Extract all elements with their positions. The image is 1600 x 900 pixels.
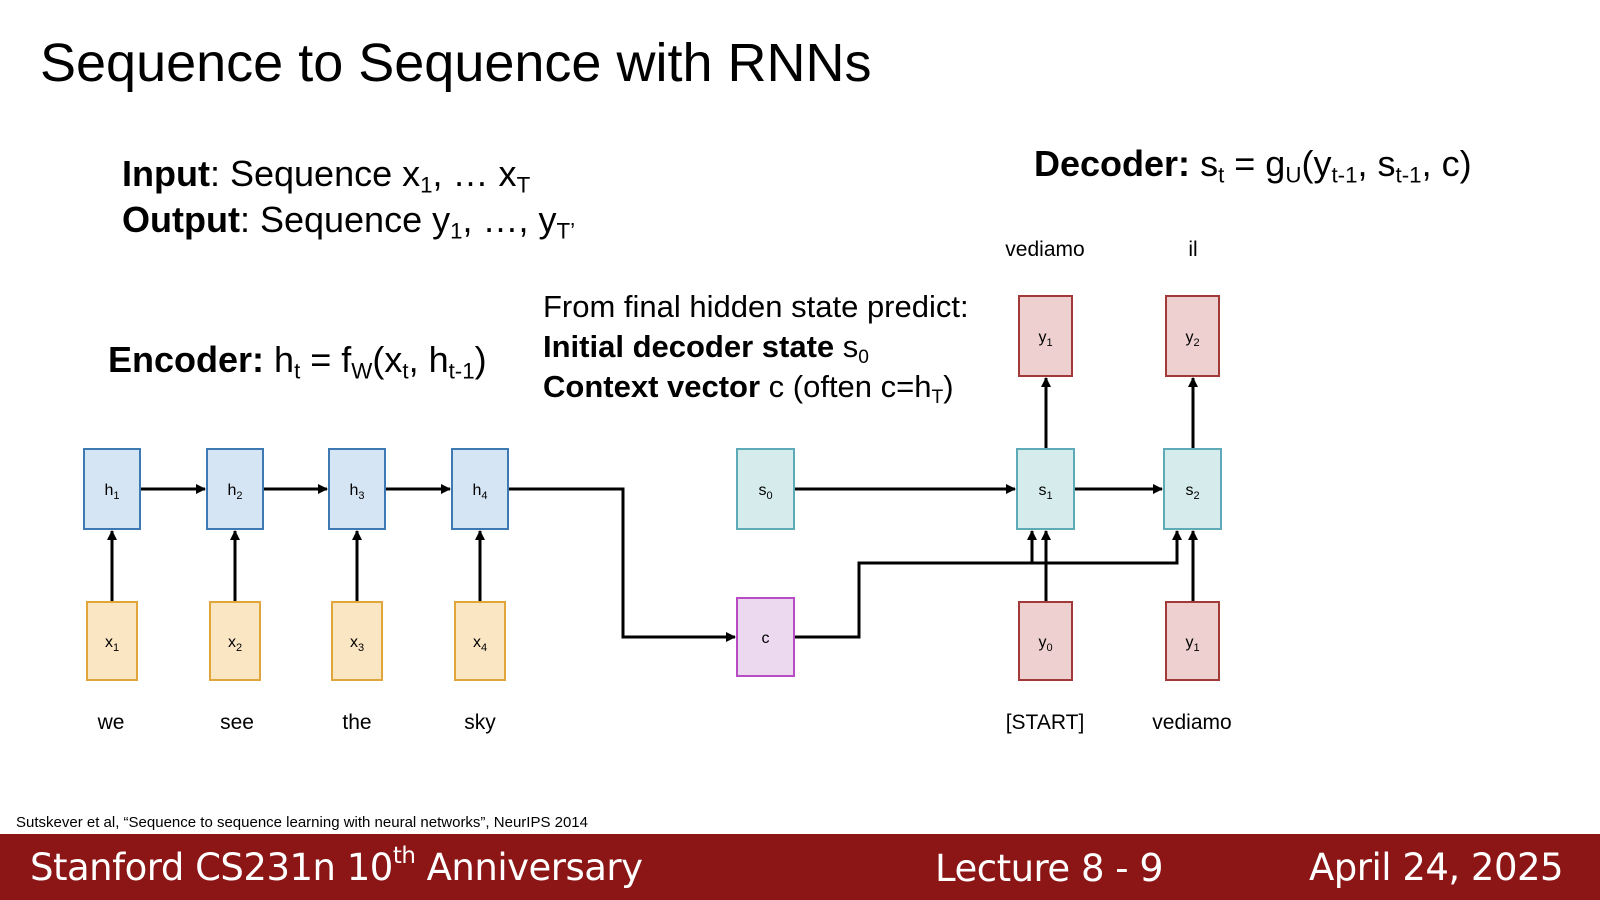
hidden-node-2-label: h2 [227, 482, 242, 502]
input-node-3-label: x3 [350, 634, 364, 654]
input-word-1: we [97, 711, 125, 734]
hidden-node-1: h1 [83, 448, 141, 530]
input-node-1: x1 [86, 601, 138, 681]
input-node-3: x3 [331, 601, 383, 681]
decoder-output-word-1: vediamo [1005, 238, 1085, 261]
decoder-input-2: y1 [1165, 601, 1220, 681]
decoder-state-1-label: s1 [1038, 482, 1052, 502]
decoder-state-1: s1 [1016, 448, 1075, 530]
hidden-node-2: h2 [206, 448, 264, 530]
hidden-node-4-label: h4 [472, 482, 487, 502]
footer-course: Stanford CS231n 10th Anniversary [30, 842, 643, 889]
input-node-1-label: x1 [105, 634, 119, 654]
footer-date: April 24, 2025 [1309, 846, 1564, 889]
decoder-input-word-1: [START] [1005, 711, 1085, 734]
seq2seq-diagram: h1 x1 h2 x2 h3 x3 h4 x4 s0 c s1 y0 y1 s2 y1 y2 [83, 295, 1222, 681]
input-node-2: x2 [209, 601, 261, 681]
page-number: 9 [1139, 846, 1164, 890]
hidden-node-4: h4 [451, 448, 509, 530]
predict-line-1: From final hidden state predict: [543, 289, 969, 324]
decoder-output-1: y1 [1018, 295, 1073, 377]
hidden-node-1-label: h1 [104, 482, 119, 502]
predict-line-2: Initial decoder state s0 [543, 329, 869, 368]
decoder-input-2-label: y1 [1185, 634, 1199, 654]
input-word-2: see [220, 711, 254, 734]
decoder-input-word-2: vediamo [1152, 711, 1232, 734]
s0-node: s0 [736, 448, 795, 530]
context-to-s2-arrow [859, 530, 1182, 565]
input-node-2-label: x2 [228, 634, 242, 654]
context-to-s1-arrow [794, 530, 1037, 639]
predict-line-3: Context vector c (often c=hT) [543, 369, 954, 408]
decoder-output-1-label: y1 [1038, 329, 1052, 349]
decoder-output-2-label: y2 [1185, 329, 1199, 349]
h4-to-context-arrow [508, 487, 736, 642]
citation: Sutskever et al, “Sequence to sequence l… [16, 814, 588, 831]
decoder-state-2-label: s2 [1185, 482, 1199, 502]
s0-node-label: s0 [758, 482, 772, 502]
decoder-input-1-label: y0 [1038, 634, 1052, 654]
input-node-4: x4 [454, 601, 506, 681]
decoder-output-word-2: il [1188, 238, 1198, 261]
input-word-3: the [342, 711, 372, 734]
encoder-formula: Encoder: ht = fW(xt, ht-1) [108, 339, 487, 384]
hidden-node-3-label: h3 [349, 482, 364, 502]
input-node-4-label: x4 [473, 634, 487, 654]
input-word-4: sky [464, 711, 496, 734]
footer-bar: Stanford CS231n 10th Anniversary Lecture… [0, 834, 1600, 900]
hidden-node-3: h3 [328, 448, 386, 530]
decoder-state-2: s2 [1163, 448, 1222, 530]
decoder-input-1: y0 [1018, 601, 1073, 681]
page-title: Sequence to Sequence with RNNs [40, 33, 872, 93]
context-node-label: c [762, 630, 770, 647]
decoder-formula: Decoder: st = gU(yt-1, st-1, c) [1034, 143, 1472, 188]
input-label: Input: Sequence x1, … xT [122, 153, 531, 198]
context-node: c [736, 597, 795, 677]
decoder-output-2: y2 [1165, 295, 1220, 377]
output-label: Output: Sequence y1, …, yT’ [122, 199, 576, 244]
footer-lecture: Lecture 8 - 9 [935, 846, 1164, 890]
